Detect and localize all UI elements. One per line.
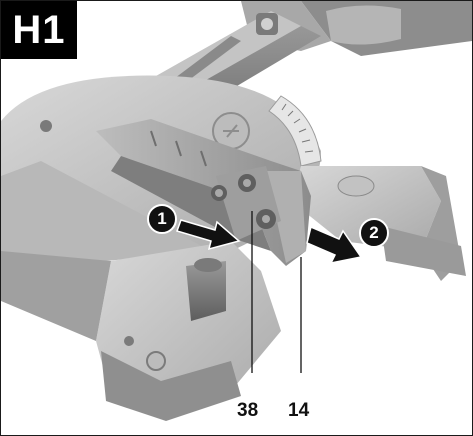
- angle-scale: [268, 95, 322, 167]
- saw-base: [291, 166, 466, 281]
- reference-label-38: 38: [237, 400, 259, 421]
- figure-label-badge: H1: [1, 1, 77, 59]
- reference-label-14: 14: [288, 400, 310, 421]
- clamp-screws-38: [211, 166, 281, 241]
- callout-2: 2: [359, 218, 389, 248]
- leader-lines: [251, 211, 302, 373]
- motion-arrow-2: [306, 225, 363, 265]
- motion-arrow-1: [176, 219, 241, 251]
- fence-part-14: [96, 119, 311, 266]
- callout-1: 1: [147, 204, 177, 234]
- base-extension: [1, 241, 281, 421]
